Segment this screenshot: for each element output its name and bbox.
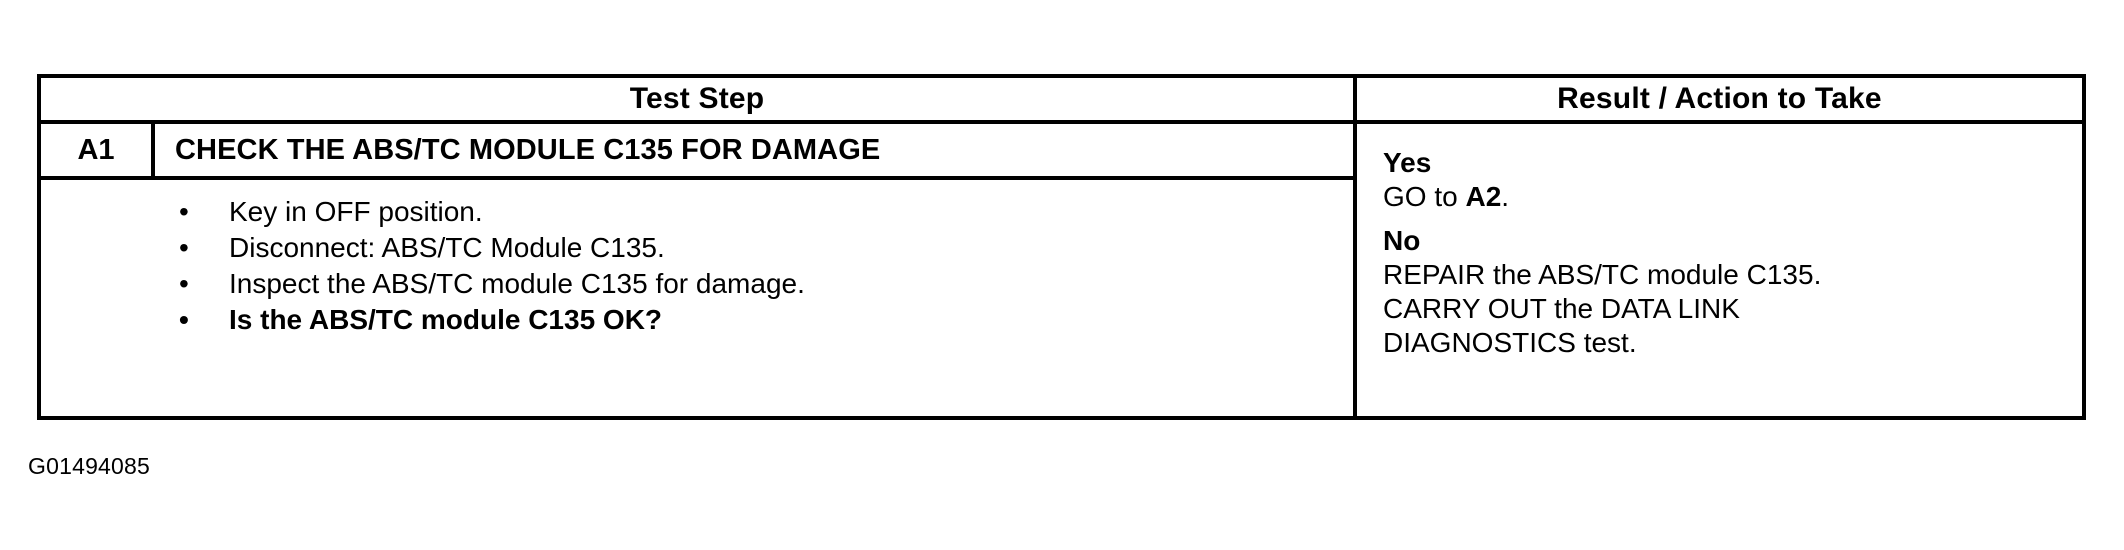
bullet-point-icon: • <box>179 196 189 227</box>
step-bullet-item: • Disconnect: ABS/TC Module C135. <box>179 230 1353 266</box>
bullet-point-icon: • <box>179 268 189 299</box>
step-bullet-item: • Is the ABS/TC module C135 OK? <box>179 302 1353 338</box>
result-action-line: GO to A2. <box>1383 180 2082 214</box>
result-action-line: REPAIR the ABS/TC module C135. <box>1383 258 2082 292</box>
column-header-test-step: Test Step <box>41 78 1353 124</box>
step-bullet-list: • Key in OFF position. • Disconnect: ABS/TC… <box>179 194 1353 338</box>
step-bullet-text: Disconnect: ABS/TC Module C135. <box>229 232 665 263</box>
bullet-point-icon: • <box>179 304 189 335</box>
step-bullet-item: • Inspect the ABS/TC module C135 for dama… <box>179 266 1353 302</box>
result-action-text: GO to <box>1383 181 1466 212</box>
step-bullet-text: Is the ABS/TC module C135 OK? <box>229 304 663 335</box>
result-action-text: REPAIR the ABS/TC module C135. <box>1383 259 1822 290</box>
step-bullet-item: • Key in OFF position. <box>179 194 1353 230</box>
result-action-line: DIAGNOSTICS test. <box>1383 326 2082 360</box>
step-bullet-text: Inspect the ABS/TC module C135 for damag… <box>229 268 805 299</box>
step-header-row: A1 CHECK THE ABS/TC MODULE C135 FOR DAMA… <box>41 124 1353 180</box>
result-action-line: CARRY OUT the DATA LINK <box>1383 292 2082 326</box>
step-title-label: CHECK THE ABS/TC MODULE C135 FOR DAMAGE <box>175 133 881 166</box>
table-grid: Test Step A1 CHECK THE ABS/TC MODULE C13… <box>41 78 2082 416</box>
result-action-step-reference: A2 <box>1465 181 1502 212</box>
result-action-text-suffix: . <box>1501 181 1510 212</box>
column-header-result-action-label: Result / Action to Take <box>1557 82 1882 115</box>
step-id-label: A1 <box>77 133 115 166</box>
result-outcome-label: Yes <box>1383 147 1432 178</box>
figure-caption: G01494085 <box>28 453 151 479</box>
result-action-text: CARRY OUT the DATA LINK <box>1383 293 1740 324</box>
step-instructions-cell: • Key in OFF position. • Disconnect: ABS/TC… <box>41 180 1353 416</box>
bullet-point-icon: • <box>179 232 189 263</box>
column-header-test-step-label: Test Step <box>629 82 765 115</box>
column-header-result-action: Result / Action to Take <box>1357 78 2082 124</box>
step-bullet-text: Key in OFF position. <box>229 196 483 227</box>
test-step-column: Test Step A1 CHECK THE ABS/TC MODULE C13… <box>41 78 1353 416</box>
step-id-cell: A1 <box>41 124 155 176</box>
result-outcome-label: No <box>1383 225 1421 256</box>
result-action-text: DIAGNOSTICS test. <box>1383 327 1637 358</box>
diagnostic-table: Test Step A1 CHECK THE ABS/TC MODULE C13… <box>37 74 2086 420</box>
column-divider <box>1353 78 1357 416</box>
step-title-cell: CHECK THE ABS/TC MODULE C135 FOR DAMAGE <box>155 124 1353 176</box>
